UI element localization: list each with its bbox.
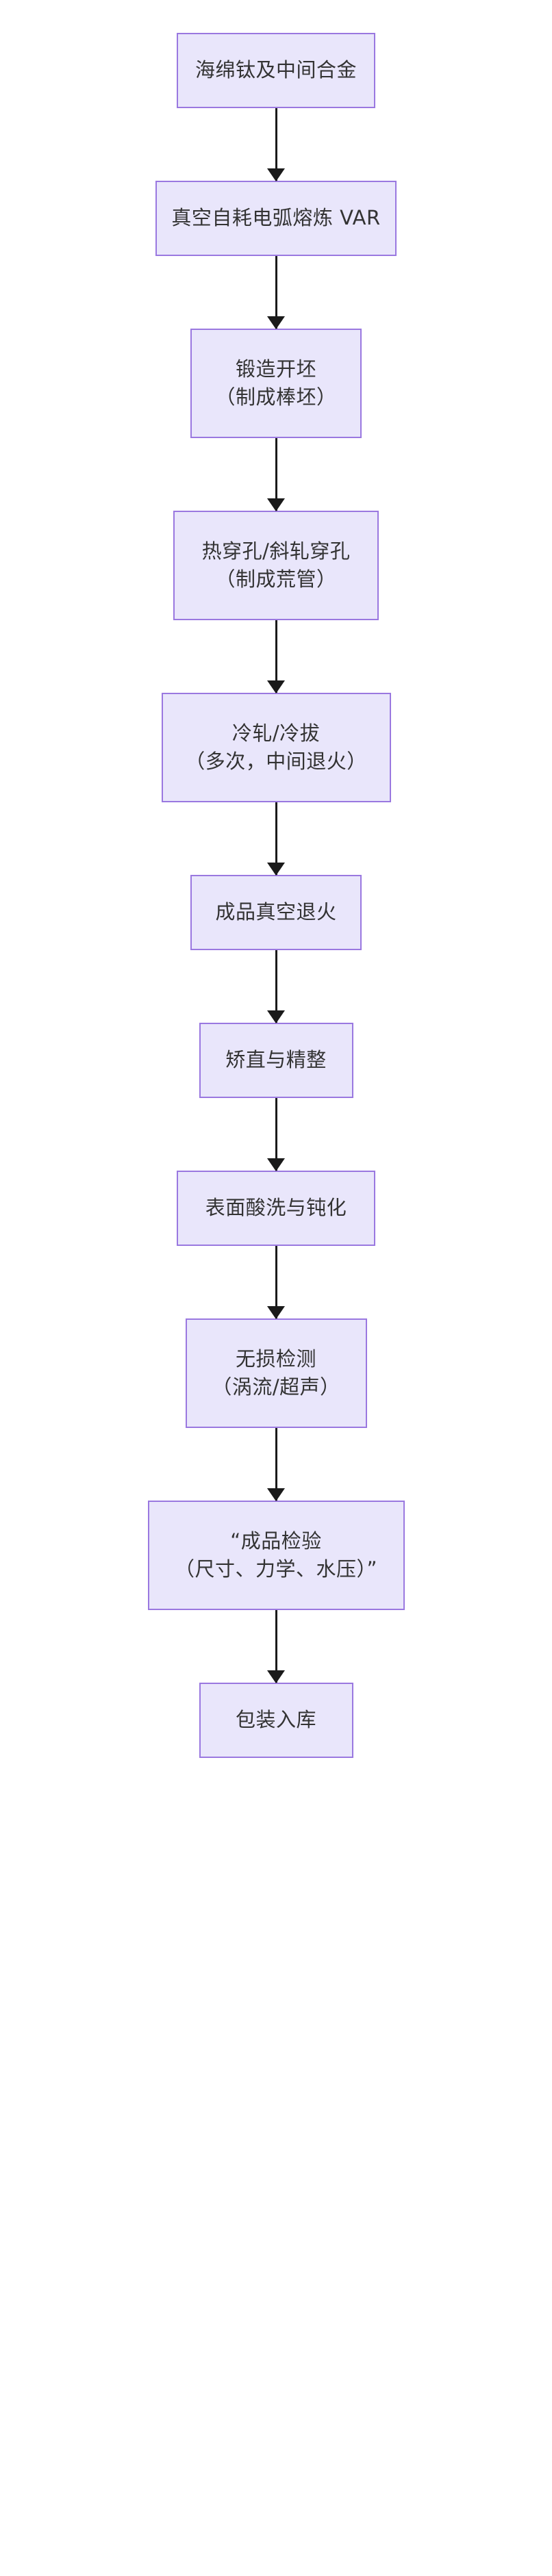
flow-arrow-1 (267, 256, 285, 329)
node-line: 锻造开坯 (235, 357, 316, 381)
flow-arrow-9 (267, 1610, 285, 1683)
flow-node-raw-material[interactable]: 海绵钛及中间合金 (177, 33, 375, 108)
arrow-head-icon (267, 1488, 285, 1501)
node-line: 成品真空退火 (215, 900, 337, 924)
node-line: 矫直与精整 (225, 1048, 327, 1072)
arrow-head-icon (267, 1158, 285, 1171)
node-line-sub: （制成棒坯） (215, 385, 337, 409)
node-line-sub: （多次，中间退火） (185, 750, 367, 773)
node-line: 热穿孔/斜轧穿孔 (201, 539, 351, 563)
node-line: 海绵钛及中间合金 (195, 58, 357, 82)
flow-node-forging[interactable]: 锻造开坯 （制成棒坯） (190, 329, 362, 438)
node-line: 包装入库 (235, 1708, 316, 1732)
node-line-sub: （尺寸、力学、水压）” (174, 1557, 378, 1581)
flow-node-packaging-warehousing[interactable]: 包装入库 (199, 1683, 353, 1758)
flow-node-piercing[interactable]: 热穿孔/斜轧穿孔 （制成荒管） (173, 511, 379, 620)
arrow-head-icon (267, 1670, 285, 1683)
arrow-head-icon (267, 168, 285, 181)
arrow-head-icon (267, 863, 285, 876)
flow-arrow-5 (267, 950, 285, 1023)
node-line: “成品检验 (230, 1529, 322, 1553)
arrow-head-icon (267, 680, 285, 693)
flow-arrow-3 (267, 620, 285, 693)
flow-node-cold-rolling[interactable]: 冷轧/冷拔 （多次，中间退火） (161, 693, 391, 802)
flow-arrow-4 (267, 802, 285, 876)
node-line: 冷轧/冷拔 (231, 721, 321, 745)
flow-arrow-2 (267, 438, 285, 511)
flow-arrow-8 (267, 1428, 285, 1501)
node-line: 无损检测 (235, 1347, 316, 1370)
arrow-head-icon (267, 498, 285, 511)
flow-node-straightening[interactable]: 矫直与精整 (199, 1023, 353, 1098)
arrow-head-icon (267, 1306, 285, 1319)
node-line-sub: （制成荒管） (215, 568, 337, 591)
node-line: 表面酸洗与钝化 (205, 1196, 347, 1220)
node-line: 真空自耗电弧熔炼 VAR (171, 206, 381, 230)
node-line-sub: （涡流/超声） (212, 1375, 340, 1399)
flow-arrow-7 (267, 1246, 285, 1319)
flow-node-ndt[interactable]: 无损检测 （涡流/超声） (185, 1318, 367, 1428)
flow-node-final-vacuum-annealing[interactable]: 成品真空退火 (190, 875, 362, 950)
flow-arrow-6 (267, 1098, 285, 1171)
arrow-head-icon (267, 1010, 285, 1023)
flow-node-final-inspection[interactable]: “成品检验 （尺寸、力学、水压）” (147, 1501, 405, 1610)
flow-node-pickling-passivation[interactable]: 表面酸洗与钝化 (177, 1171, 375, 1246)
flow-node-var-melting[interactable]: 真空自耗电弧熔炼 VAR (155, 181, 397, 256)
arrow-head-icon (267, 316, 285, 329)
flow-arrow-0 (267, 108, 285, 181)
